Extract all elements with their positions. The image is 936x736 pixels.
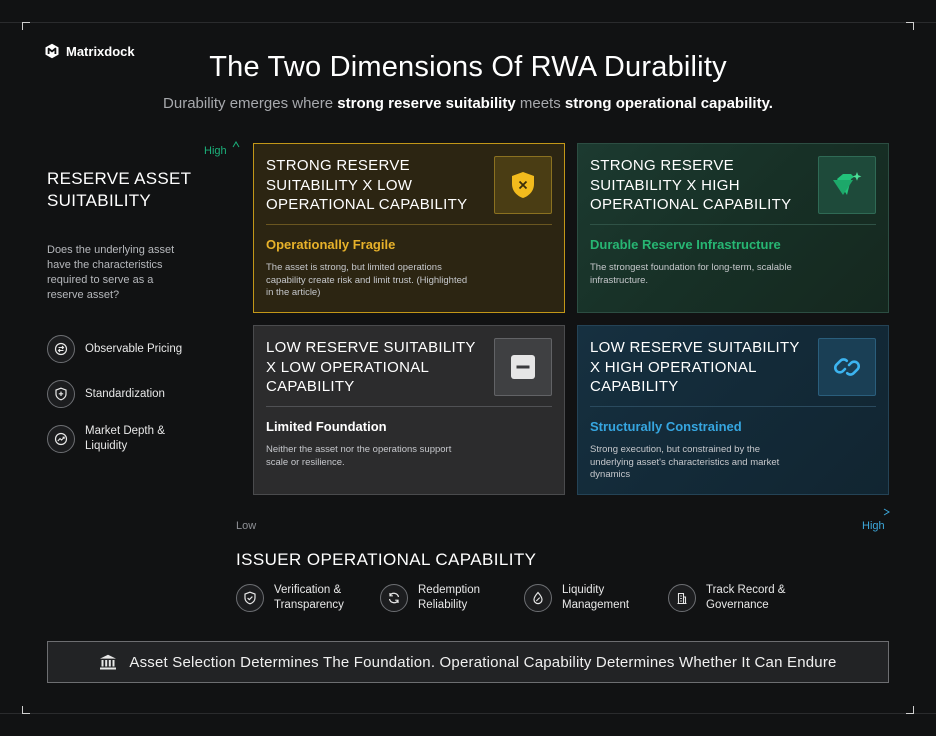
subtitle-text: meets	[515, 95, 565, 112]
link-icon	[833, 358, 861, 376]
x-feature-governance: Track Record & Governance	[668, 583, 801, 613]
quadrant-badge	[818, 156, 876, 214]
page-title: The Two Dimensions Of RWA Durability	[209, 51, 727, 83]
banner-text: Asset Selection Determines The Foundatio…	[129, 653, 837, 671]
corner-mark	[22, 22, 30, 30]
minus-icon	[511, 355, 535, 379]
quadrant-title: STRONG RESERVE SUITABILITY X LOW OPERATI…	[266, 157, 468, 213]
quadrant-subtitle: Structurally Constrained	[590, 419, 742, 434]
corner-mark	[906, 706, 914, 714]
exchange-icon	[47, 335, 75, 363]
quadrant-description: Neither the asset nor the operations sup…	[266, 444, 452, 468]
y-axis-description: Does the underlying asset have the chara…	[47, 244, 175, 301]
subtitle-emphasis: strong reserve suitability	[337, 95, 516, 112]
subtitle-text: Durability emerges where	[163, 95, 338, 112]
brand-logo: Matrixdock	[44, 43, 135, 59]
building-icon	[668, 584, 696, 612]
y-feature-standardization: Standardization	[47, 380, 165, 408]
x-axis-title: ISSUER OPERATIONAL CAPABILITY	[236, 550, 537, 569]
feature-label: Market Depth & Liquidity	[85, 425, 165, 452]
quadrant-title: STRONG RESERVE SUITABILITY X HIGH OPERAT…	[590, 157, 792, 213]
drop-icon	[524, 584, 552, 612]
quadrant-subtitle: Operationally Fragile	[266, 237, 396, 252]
refresh-icon	[380, 584, 408, 612]
quadrant-low-high: LOW RESERVE SUITABILITY X HIGH OPERATION…	[577, 325, 889, 495]
x-axis-low-label: Low	[236, 520, 257, 532]
quadrant-divider	[266, 406, 552, 407]
y-feature-market-depth: Market Depth & Liquidity	[47, 424, 175, 454]
quadrant-strong-low: STRONG RESERVE SUITABILITY X LOW OPERATI…	[253, 143, 565, 313]
x-axis-arrow	[236, 508, 890, 516]
quadrant-low-low: LOW RESERVE SUITABILITY X LOW OPERATIONA…	[253, 325, 565, 495]
page-subtitle: Durability emerges where strong reserve …	[0, 95, 936, 112]
quadrant-badge	[494, 338, 552, 396]
trend-icon	[47, 425, 75, 453]
corner-mark	[906, 22, 914, 30]
feature-label: Redemption Reliability	[418, 584, 481, 611]
quadrant-title: LOW RESERVE SUITABILITY X HIGH OPERATION…	[590, 339, 800, 395]
quadrant-divider	[266, 224, 552, 225]
y-feature-observable-pricing: Observable Pricing	[47, 335, 182, 363]
y-axis-arrow	[232, 141, 240, 508]
feature-label: Track Record & Governance	[706, 584, 786, 611]
diamond-icon	[833, 172, 862, 195]
feature-label: Liquidity Management	[562, 584, 630, 611]
quadrant-subtitle: Durable Reserve Infrastructure	[590, 237, 781, 252]
quadrant-description: Strong execution, but constrained by the…	[590, 444, 780, 480]
quadrant-description: The strongest foundation for long-term, …	[590, 262, 792, 286]
frame-top-line	[0, 22, 936, 23]
feature-label: Verification & Transparency	[274, 584, 344, 611]
shield-plus-icon	[47, 380, 75, 408]
x-feature-redemption: Redemption Reliability	[380, 583, 493, 613]
quadrant-description: The asset is strong, but limited operati…	[266, 262, 468, 298]
subtitle-emphasis: strong operational capability.	[564, 95, 773, 112]
quadrant-badge	[494, 156, 552, 214]
feature-label: Standardization	[85, 387, 165, 400]
x-feature-verification: Verification & Transparency	[236, 583, 354, 613]
feature-label: Observable Pricing	[85, 342, 183, 355]
quadrant-divider	[590, 406, 876, 407]
conclusion-banner: Asset Selection Determines The Foundatio…	[47, 641, 889, 683]
y-axis-title: RESERVE ASSET SUITABILITY	[47, 169, 192, 210]
quadrant-subtitle: Limited Foundation	[266, 419, 387, 434]
shield-check-icon	[236, 584, 264, 612]
corner-mark	[22, 706, 30, 714]
y-axis-high-label: High	[204, 145, 227, 157]
shield-x-icon	[512, 172, 534, 198]
quadrant-badge	[818, 338, 876, 396]
quadrant-strong-high: STRONG RESERVE SUITABILITY X HIGH OPERAT…	[577, 143, 889, 313]
frame-bottom-line	[0, 713, 936, 714]
quadrant-divider	[590, 224, 876, 225]
brand-name: Matrixdock	[66, 43, 135, 59]
matrixdock-logo-icon	[45, 43, 59, 59]
quadrant-title: LOW RESERVE SUITABILITY X LOW OPERATIONA…	[266, 339, 476, 395]
x-feature-liquidity: Liquidity Management	[524, 583, 642, 613]
x-axis-high-label: High	[862, 520, 885, 532]
bank-icon	[100, 654, 117, 670]
